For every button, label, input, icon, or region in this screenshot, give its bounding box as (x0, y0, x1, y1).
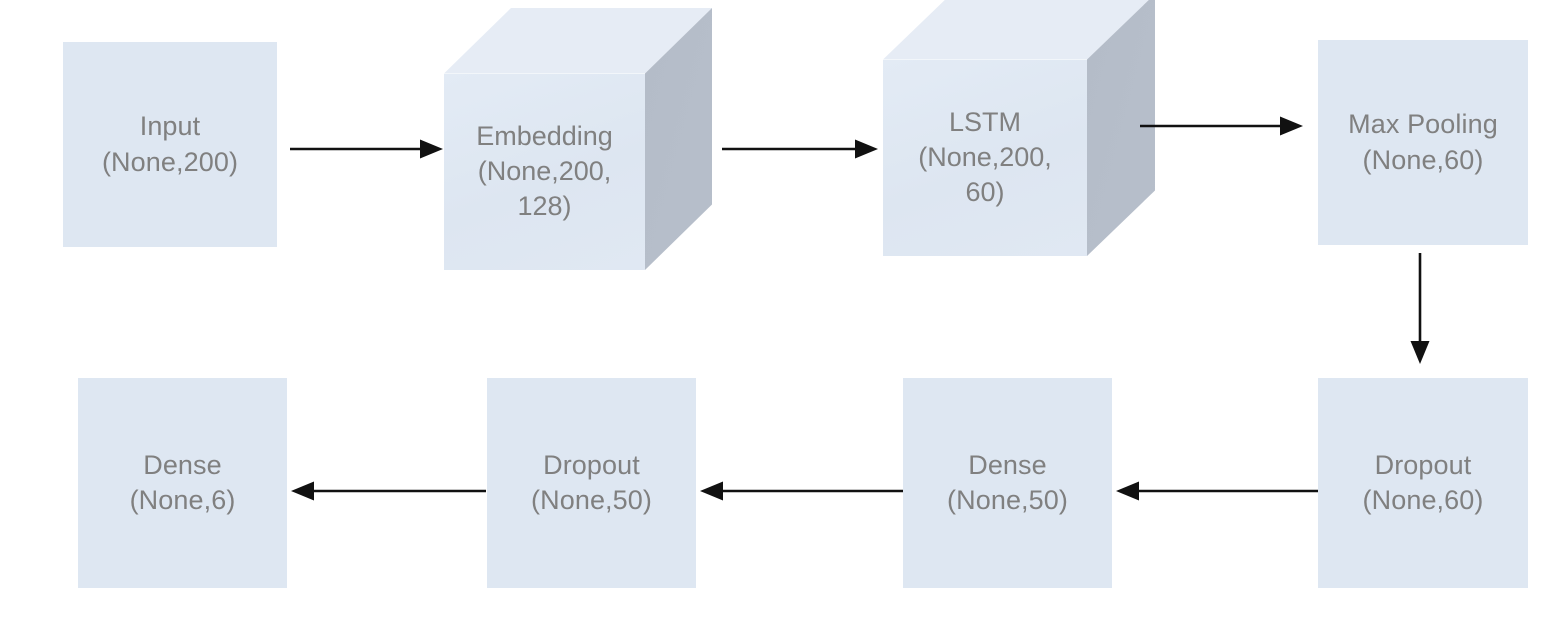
node-embedding-line-3: 128) (517, 191, 572, 222)
arrow-input-to-embedding (290, 138, 445, 160)
node-dense6-line-2: (None,6) (129, 485, 236, 515)
cube-front-face: Embedding (None,200, 128) (444, 73, 645, 270)
arrow-lstm-to-maxpooling (1140, 115, 1305, 137)
arrow-embedding-to-lstm (722, 138, 880, 160)
node-dropout50[interactable]: Dropout (None,50) (487, 378, 696, 588)
node-lstm[interactable]: LSTM (None,200, 60) (883, 0, 1155, 256)
node-dense50-line-1: Dense (968, 449, 1047, 480)
cube-front-face: LSTM (None,200, 60) (883, 59, 1087, 256)
node-dense6-line-1: Dense (143, 449, 222, 480)
node-dropout60-line-2: (None,60) (1362, 485, 1484, 515)
node-maxpooling-line-2: (None,60) (1362, 144, 1484, 175)
node-dropout50-line-1: Dropout (543, 449, 640, 480)
node-maxpooling[interactable]: Max Pooling (None,60) (1318, 40, 1528, 245)
node-embedding-line-2: (None,200, (477, 156, 612, 187)
node-lstm-line-1: LSTM (948, 107, 1021, 138)
node-dense6[interactable]: Dense (None,6) (78, 378, 287, 588)
node-embedding[interactable]: Embedding (None,200, 128) (444, 8, 712, 270)
node-input-line-1: Input (139, 111, 201, 142)
node-input[interactable]: Input (None,200) (63, 42, 277, 247)
arrow-dropout50-to-dense6 (288, 480, 486, 502)
node-input-line-2: (None,200) (101, 146, 239, 177)
node-dropout60[interactable]: Dropout (None,60) (1318, 378, 1528, 588)
node-lstm-line-3: 60) (965, 177, 1005, 208)
node-maxpooling-line-1: Max Pooling (1348, 109, 1498, 140)
node-dense50-line-2: (None,50) (947, 485, 1068, 515)
node-dropout60-line-1: Dropout (1374, 449, 1472, 480)
node-lstm-line-2: (None,200, (918, 142, 1052, 173)
node-dropout50-line-2: (None,50) (531, 485, 652, 515)
node-embedding-line-1: Embedding (476, 121, 613, 152)
node-dense50[interactable]: Dense (None,50) (903, 378, 1112, 588)
arrow-maxpooling-to-dropout60 (1409, 253, 1431, 366)
arrow-dropout60-to-dense50 (1113, 480, 1319, 502)
arrow-dense50-to-dropout50 (697, 480, 903, 502)
